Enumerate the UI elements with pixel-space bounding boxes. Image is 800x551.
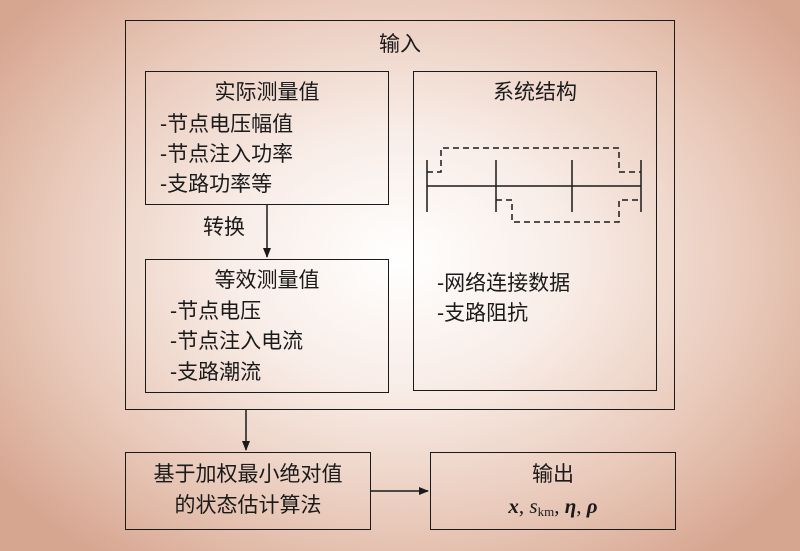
actual-measurements-box bbox=[145, 71, 389, 205]
network-dashed-lower bbox=[496, 199, 641, 223]
equivalent-measurement-item: -支路潮流 bbox=[170, 360, 262, 384]
formula-s: s bbox=[529, 494, 538, 518]
algorithm-line: 的状态估计算法 bbox=[174, 493, 322, 517]
algorithm-box bbox=[125, 452, 371, 530]
system-structure-title: 系统结构 bbox=[493, 80, 577, 104]
equivalent-measurement-item: -节点电压 bbox=[170, 299, 262, 323]
system-structure-item: -支路阻抗 bbox=[437, 301, 529, 325]
actual-measurements-title: 实际测量值 bbox=[214, 80, 320, 104]
output-box bbox=[430, 452, 676, 530]
equivalent-measurements-title: 等效测量值 bbox=[214, 268, 320, 292]
actual-measurement-item: -节点电压幅值 bbox=[160, 112, 294, 136]
equivalent-measurements-box bbox=[145, 259, 389, 393]
algorithm-line: 基于加权最小绝对值 bbox=[153, 462, 343, 486]
formula-x: x bbox=[508, 494, 519, 518]
formula-rho: ρ bbox=[586, 494, 598, 518]
system-structure-box bbox=[413, 71, 657, 391]
input-title: 输入 bbox=[379, 32, 421, 56]
actual-measurement-item: -节点注入功率 bbox=[160, 142, 294, 166]
output-formula: x, skm, η, ρ bbox=[508, 494, 598, 519]
formula-eta: η bbox=[564, 494, 577, 518]
network-diagram bbox=[426, 147, 642, 223]
equivalent-measurement-item: -节点注入电流 bbox=[170, 329, 304, 353]
actual-measurement-item: -支路功率等 bbox=[160, 172, 273, 196]
convert-label: 转换 bbox=[203, 215, 245, 239]
formula-s-subscript: km bbox=[537, 504, 555, 519]
input-block bbox=[125, 20, 675, 410]
network-dashed-upper bbox=[427, 147, 641, 173]
output-title: 输出 bbox=[532, 462, 574, 486]
system-structure-item: -网络连接数据 bbox=[437, 271, 571, 295]
